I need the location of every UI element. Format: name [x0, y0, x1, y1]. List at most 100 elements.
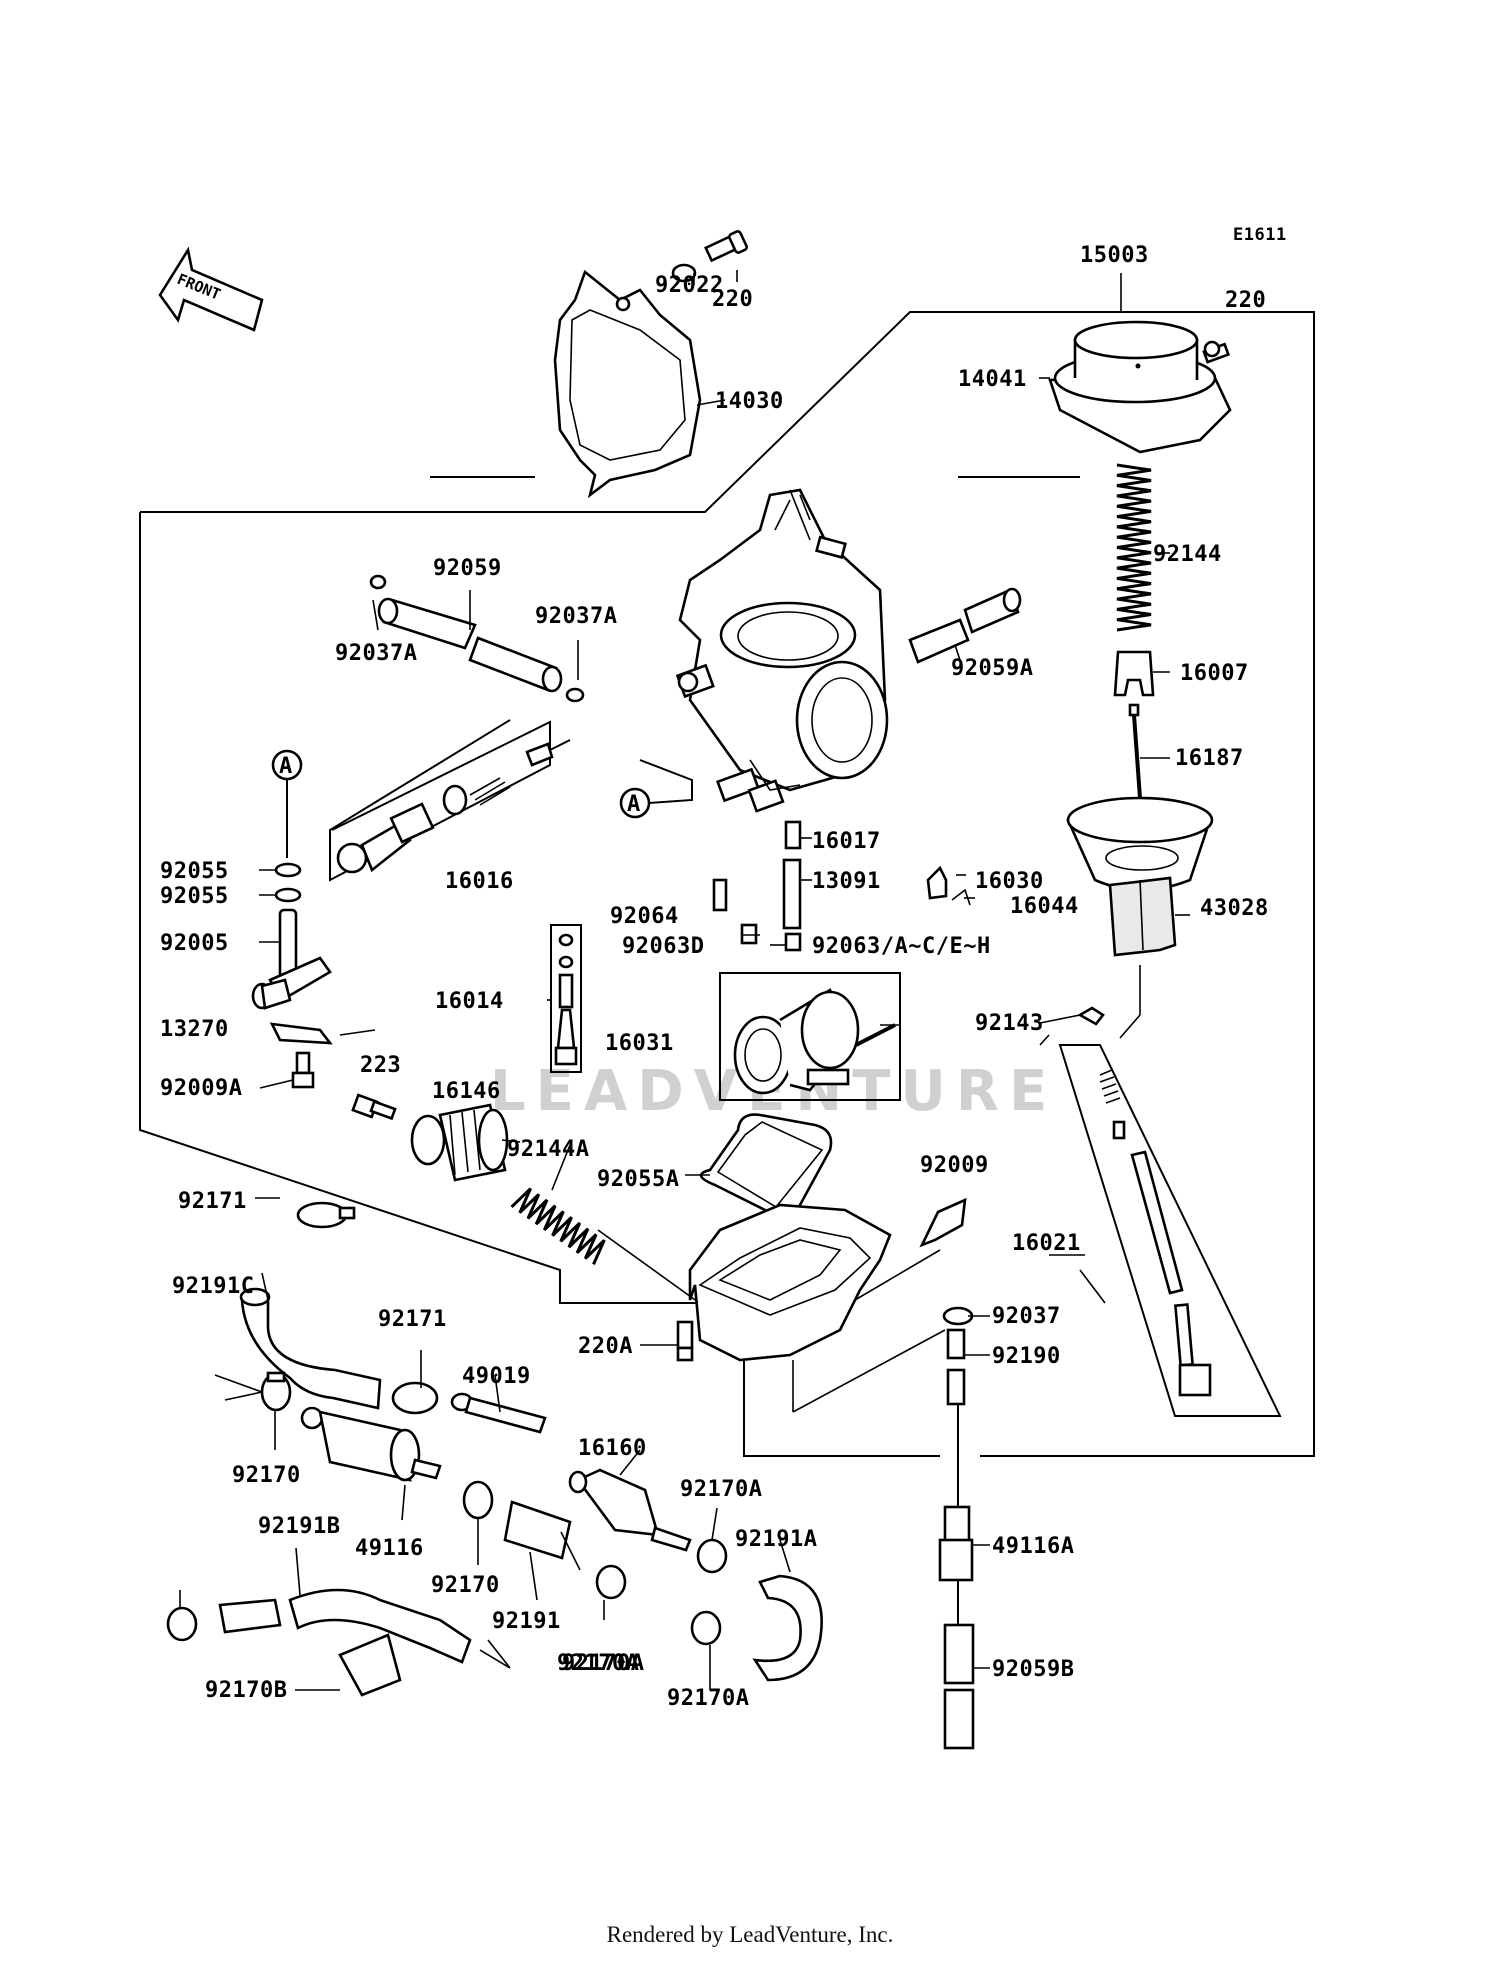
- plunger-housing: [410, 1103, 509, 1182]
- part-number-label: 223: [360, 1053, 401, 1078]
- fuel-filter-fitting: [938, 1505, 974, 1582]
- choke-assembly: [733, 988, 896, 1095]
- part-number-label: 16146: [432, 1079, 501, 1104]
- part-number-label: 92064: [610, 904, 679, 929]
- assembly-outline: [140, 311, 1315, 1457]
- hose: [752, 1574, 823, 1682]
- jet-needle: [1128, 703, 1142, 799]
- jet-kit: [554, 933, 578, 1066]
- part-number-label: 92063D: [622, 934, 704, 959]
- part-number-label: 92170A: [562, 1651, 644, 1676]
- carburetor-cover: [553, 269, 702, 499]
- top-cap: [1048, 320, 1232, 454]
- hose: [946, 1328, 966, 1360]
- hose: [946, 1368, 966, 1406]
- carburetor-body: [675, 488, 889, 813]
- hose: [288, 1588, 472, 1664]
- part-number-label: 92037A: [335, 641, 417, 666]
- svg-text:A: A: [627, 792, 641, 817]
- clip: [1077, 1006, 1105, 1026]
- part-number-label: 16044: [1010, 894, 1079, 919]
- part-number-label: 92170: [232, 1463, 301, 1488]
- spring: [510, 1187, 606, 1265]
- part-number-label: 43028: [1200, 896, 1269, 921]
- bolt: [676, 1320, 694, 1362]
- clamp: [942, 1306, 974, 1326]
- part-number-label: 92059A: [951, 656, 1033, 681]
- assembly-outline-lower: [139, 512, 940, 1457]
- part-number-label: 92190: [992, 1344, 1061, 1369]
- clamp: [391, 1381, 439, 1415]
- part-number-label: 92170: [431, 1573, 500, 1598]
- svg-text:A: A: [279, 754, 293, 779]
- screw: [704, 230, 748, 263]
- part-number-label: 92144A: [507, 1137, 589, 1162]
- o-ring: [274, 862, 302, 878]
- jet-holder: [926, 865, 948, 900]
- part-number-label: 92055A: [597, 1167, 679, 1192]
- part-number-label: 49116: [355, 1536, 424, 1561]
- part-number-label: 92037: [992, 1304, 1061, 1329]
- part-number-label: 16187: [1175, 746, 1244, 771]
- part-number-label: 13270: [160, 1017, 229, 1042]
- part-number-label: 92191C: [172, 1274, 254, 1299]
- leader-lines: [179, 270, 1190, 1691]
- part-number-label: 92059: [433, 556, 502, 581]
- float-bowl-gasket-inner: [716, 1121, 824, 1209]
- part-number-label: 92170A: [557, 1651, 639, 1676]
- hose: [943, 1688, 975, 1750]
- part-number-label: 92059B: [992, 1657, 1074, 1682]
- hose: [503, 1500, 572, 1560]
- footer-credit: Rendered by LeadVenture, Inc.: [606, 1922, 894, 1947]
- part-number-label: 16016: [445, 869, 514, 894]
- part-number-label: 14041: [958, 367, 1027, 392]
- part-number-label: 92022: [655, 273, 724, 298]
- washer: [671, 263, 697, 283]
- jet: [712, 820, 802, 952]
- subassembly-outline: [329, 719, 551, 882]
- part-number-label: 92170B: [205, 1678, 287, 1703]
- part-number-label: 14030: [715, 389, 784, 414]
- hose: [218, 1598, 282, 1634]
- part-number-label: 13091: [812, 869, 881, 894]
- part-number-label: 92143: [975, 1011, 1044, 1036]
- choke-plunger-outline: [1058, 1044, 1282, 1417]
- clamp: [260, 1371, 292, 1412]
- part-number-label: 92191: [492, 1609, 561, 1634]
- part-number-label: 16031: [605, 1031, 674, 1056]
- part-number-label: 220: [1225, 288, 1266, 313]
- diagram-code: E1611: [1233, 225, 1287, 245]
- part-number-label: 92171: [378, 1307, 447, 1332]
- o-ring: [274, 887, 302, 903]
- float-bowl: [688, 1203, 892, 1362]
- part-number-label: 16007: [1180, 661, 1249, 686]
- fuel-filter: [568, 1468, 692, 1552]
- part-number-label: 92171: [178, 1189, 247, 1214]
- part-number-label: 92063/A~C/E~H: [812, 934, 991, 959]
- fuel-filter: [300, 1406, 442, 1482]
- part-number-label: 16160: [578, 1436, 647, 1461]
- front-arrow-icon: FRONT: [158, 246, 264, 332]
- drain-screw: [919, 1197, 967, 1248]
- ref-marker-a: A: [271, 749, 303, 858]
- spring: [1116, 463, 1152, 632]
- part-number-label: 16014: [435, 989, 504, 1014]
- screw: [351, 1093, 397, 1121]
- part-number-label: 92037A: [535, 604, 617, 629]
- part-number-label: 92170A: [680, 1477, 762, 1502]
- hose: [240, 1298, 382, 1410]
- part-number-label: 92055: [160, 859, 229, 884]
- clip: [951, 888, 971, 906]
- air-vent-tube: [908, 587, 1022, 664]
- needle-retainer: [1113, 650, 1155, 697]
- clamp: [296, 1201, 356, 1229]
- float-bowl-gasket: [699, 1113, 833, 1218]
- fitting: [251, 908, 332, 1010]
- bolt: [450, 1392, 547, 1434]
- part-number-label: 16017: [812, 829, 881, 854]
- hose: [943, 1623, 975, 1685]
- bolt: [291, 1051, 315, 1089]
- part-number-label: 92144: [1153, 542, 1222, 567]
- fuel-hose-clip: [338, 1633, 402, 1697]
